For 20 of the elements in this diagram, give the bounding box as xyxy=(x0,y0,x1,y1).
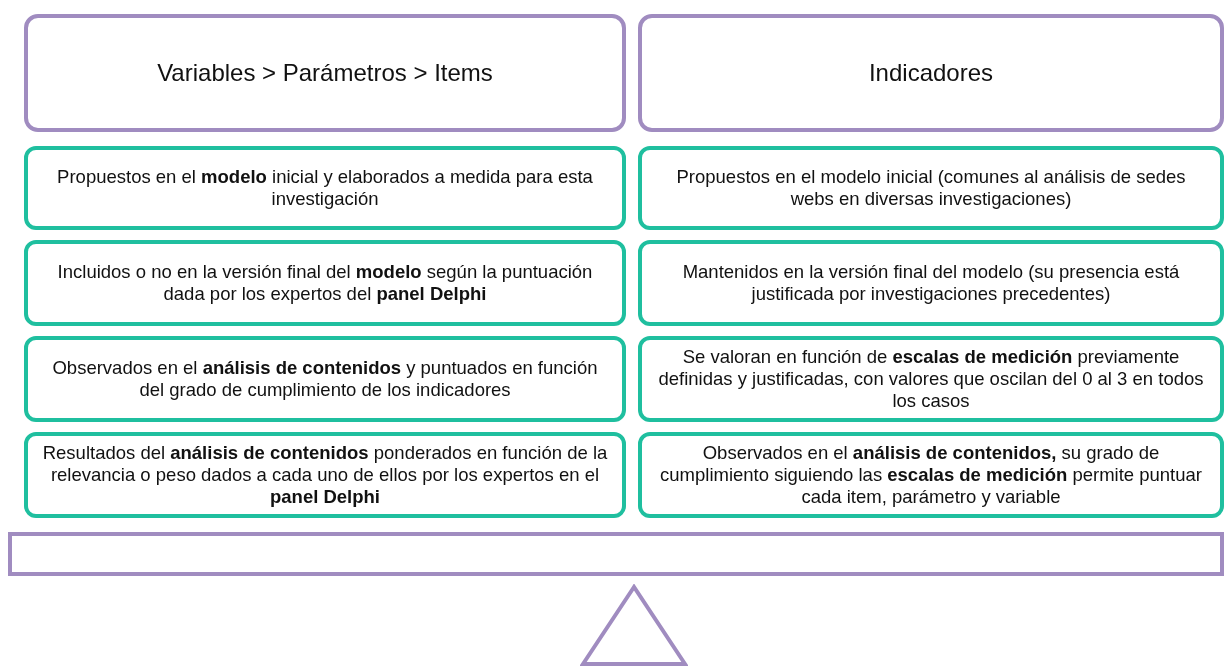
text-box xyxy=(24,146,626,230)
description-text: Observados en el análisis de contenidos y puntuados en función del grado de cumplimiento de los indicadores xyxy=(51,356,599,402)
text-box xyxy=(638,432,1224,518)
description-text: Observados en el análisis de contenidos, su grado de cumplimiento siguiendo las escalas de medición permite puntuar cada item, parámetro y variable xyxy=(659,441,1203,509)
description-text: Resultados del análisis de contenidos ponderados en función de la relevancia o peso dados a cada uno de ellos por los expertos en el panel Delphi xyxy=(42,441,608,509)
description-text: Propuestos en el modelo inicial (comunes al análisis de sedes webs en diversas investigaciones) xyxy=(675,165,1187,211)
description-text: Mantenidos en la versión final del modelo (su presencia está justificada por investigaciones precedentes) xyxy=(681,260,1181,306)
text-box xyxy=(638,240,1224,326)
text-box xyxy=(638,146,1224,230)
header-box xyxy=(638,14,1224,132)
description-text: Propuestos en el modelo inicial y elaborados a medida para esta investigación xyxy=(56,165,594,211)
description-text: Incluidos o no en la versión final del modelo según la puntuación dada por los expertos del panel Delphi xyxy=(56,260,594,306)
header-box xyxy=(24,14,626,132)
description-text: Se valoran en función de escalas de medición previamente definidas y justificadas, con valores que oscilan del 0 al 3 en todos los casos xyxy=(657,345,1205,413)
text-box xyxy=(24,432,626,518)
text-box xyxy=(24,240,626,326)
header-text: Variables > Parámetros > Items xyxy=(157,59,493,87)
text-box xyxy=(24,336,626,422)
text-box xyxy=(638,336,1224,422)
header-text: Indicadores xyxy=(868,59,994,87)
